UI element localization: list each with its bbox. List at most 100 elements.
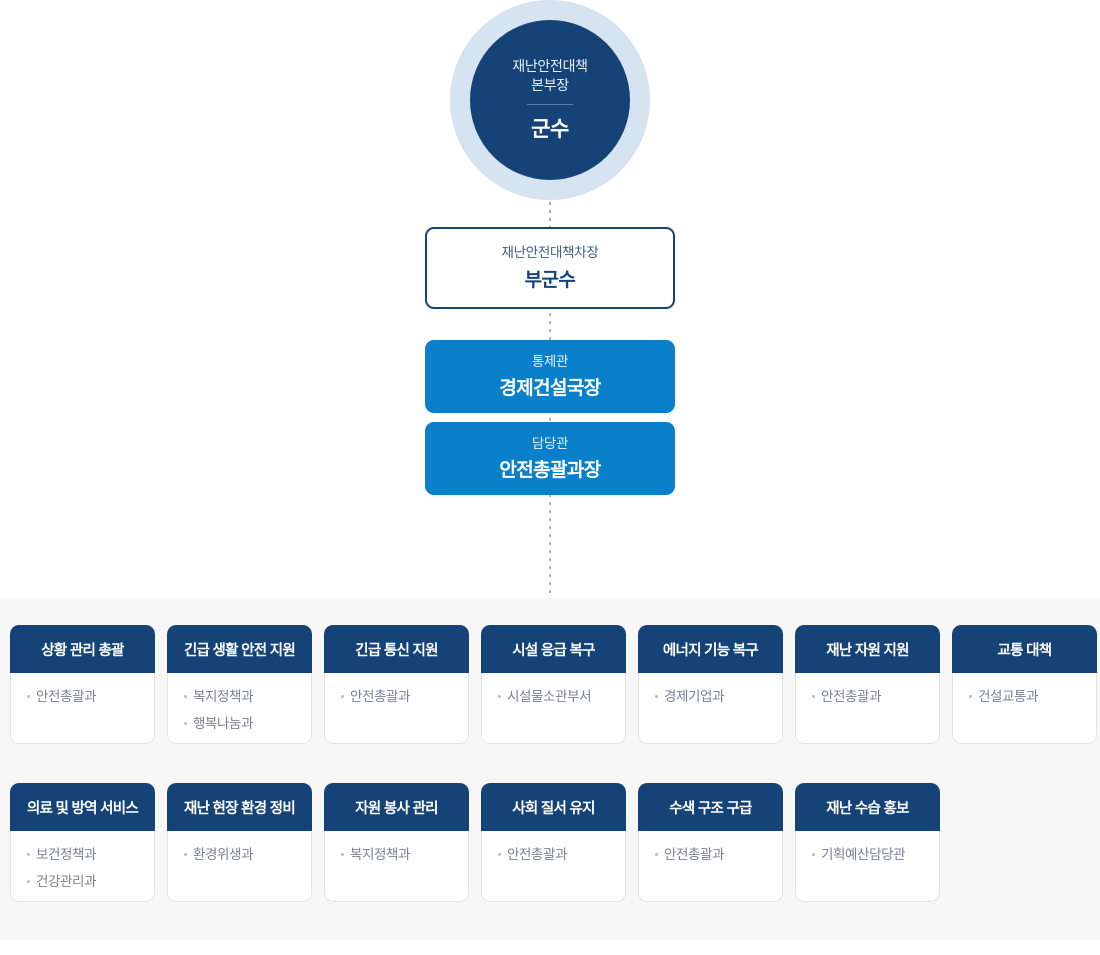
department-label: 안전총괄과 bbox=[821, 689, 882, 704]
function-card-title: 에너지 기능 복구 bbox=[638, 625, 783, 673]
bullet-icon bbox=[969, 695, 972, 698]
function-card-title: 사회 질서 유지 bbox=[481, 783, 626, 831]
function-card-title: 자원 봉사 관리 bbox=[324, 783, 469, 831]
bullet-icon bbox=[498, 853, 501, 856]
function-card-title: 수색 구조 구급 bbox=[638, 783, 783, 831]
bullet-icon bbox=[341, 853, 344, 856]
department-label: 보건정책과 bbox=[36, 847, 97, 862]
function-card-departments: 환경위생과 bbox=[167, 831, 312, 903]
department-item: 복지정책과 bbox=[184, 687, 311, 707]
function-card-title: 시설 응급 복구 bbox=[481, 625, 626, 673]
department-item: 건설교통과 bbox=[969, 687, 1096, 707]
connector-deputy-to-controller bbox=[549, 305, 551, 340]
head-node-ring: 재난안전대책 본부장 군수 bbox=[450, 0, 650, 200]
deputy-node[interactable]: 재난안전대책차장 부군수 bbox=[425, 227, 675, 309]
function-card-title: 의료 및 방역 서비스 bbox=[10, 783, 155, 831]
department-label: 안전총괄과 bbox=[350, 689, 411, 704]
department-item: 안전총괄과 bbox=[655, 845, 782, 865]
bullet-icon bbox=[498, 695, 501, 698]
bullet-icon bbox=[184, 853, 187, 856]
function-card-title: 재난 수습 홍보 bbox=[795, 783, 940, 831]
department-label: 건강관리과 bbox=[36, 873, 97, 889]
command-chain: 재난안전대책 본부장 군수 재난안전대책차장 부군수 통제관 경제건설국장 담당… bbox=[425, 0, 675, 600]
department-label: 안전총괄과 bbox=[36, 689, 97, 704]
bullet-icon bbox=[341, 695, 344, 698]
department-item: 안전총괄과 bbox=[498, 845, 625, 865]
department-item: 안전총괄과 bbox=[812, 687, 939, 707]
department-label: 시설물소관부서 bbox=[507, 689, 592, 704]
bullet-icon bbox=[812, 853, 815, 856]
manager-node[interactable]: 담당관 안전총괄과장 bbox=[425, 422, 675, 495]
function-card-title: 긴급 생활 안전 지원 bbox=[167, 625, 312, 673]
head-role-line1: 재난안전대책 bbox=[512, 58, 588, 75]
department-label: 행복나눔과 bbox=[193, 715, 254, 731]
head-role-line2: 본부장 bbox=[531, 77, 569, 93]
bullet-icon bbox=[27, 695, 30, 698]
head-role: 재난안전대책 본부장 bbox=[512, 57, 588, 95]
department-label: 건설교통과 bbox=[978, 689, 1039, 704]
controller-node[interactable]: 통제관 경제건설국장 bbox=[425, 340, 675, 413]
department-item: 건강관리과 bbox=[27, 872, 154, 892]
department-label: 복지정책과 bbox=[193, 689, 254, 704]
bullet-icon bbox=[812, 695, 815, 698]
function-card-departments: 안전총괄과 bbox=[10, 673, 155, 745]
department-label: 환경위생과 bbox=[193, 847, 254, 862]
department-item: 시설물소관부서 bbox=[498, 687, 625, 707]
manager-role: 담당관 bbox=[531, 435, 569, 451]
manager-name: 안전총괄과장 bbox=[499, 460, 601, 482]
bullet-icon bbox=[184, 695, 187, 698]
head-name: 군수 bbox=[531, 117, 569, 141]
function-card-title: 교통 대책 bbox=[952, 625, 1097, 673]
department-item: 복지정책과 bbox=[341, 845, 468, 865]
deputy-role: 재난안전대책차장 bbox=[501, 245, 599, 261]
department-label: 경제기업과 bbox=[664, 689, 725, 704]
function-card-departments: 안전총괄과 bbox=[795, 673, 940, 745]
connector-controller-to-manager bbox=[549, 410, 551, 428]
department-label: 안전총괄과 bbox=[664, 847, 725, 862]
department-label: 안전총괄과 bbox=[507, 847, 568, 862]
controller-role: 통제관 bbox=[531, 353, 569, 369]
controller-name: 경제건설국장 bbox=[499, 378, 601, 400]
function-card-departments: 기획예산담당관 bbox=[795, 831, 940, 903]
department-item: 경제기업과 bbox=[655, 687, 782, 707]
department-item: 기획예산담당관 bbox=[812, 845, 939, 865]
function-card-title: 긴급 통신 지원 bbox=[324, 625, 469, 673]
function-card-title: 재난 자원 지원 bbox=[795, 625, 940, 673]
department-item: 환경위생과 bbox=[184, 845, 311, 865]
head-divider bbox=[527, 103, 573, 105]
function-card-departments: 건설교통과 bbox=[952, 673, 1097, 745]
function-card-departments: 안전총괄과 bbox=[638, 831, 783, 903]
bullet-icon bbox=[655, 853, 658, 856]
bullet-icon bbox=[184, 721, 187, 725]
department-item: 보건정책과 bbox=[27, 845, 154, 865]
connector-head-to-deputy bbox=[549, 186, 551, 228]
department-item: 안전총괄과 bbox=[27, 687, 154, 707]
department-label: 복지정책과 bbox=[350, 847, 411, 862]
department-label: 기획예산담당관 bbox=[821, 847, 906, 862]
function-card-departments: 복지정책과 bbox=[324, 831, 469, 903]
function-card-departments: 시설물소관부서 bbox=[481, 673, 626, 745]
head-node[interactable]: 재난안전대책 본부장 군수 bbox=[470, 20, 630, 180]
bullet-icon bbox=[27, 853, 30, 856]
function-card-title: 재난 현장 환경 정비 bbox=[167, 783, 312, 831]
bullet-icon bbox=[27, 879, 30, 883]
